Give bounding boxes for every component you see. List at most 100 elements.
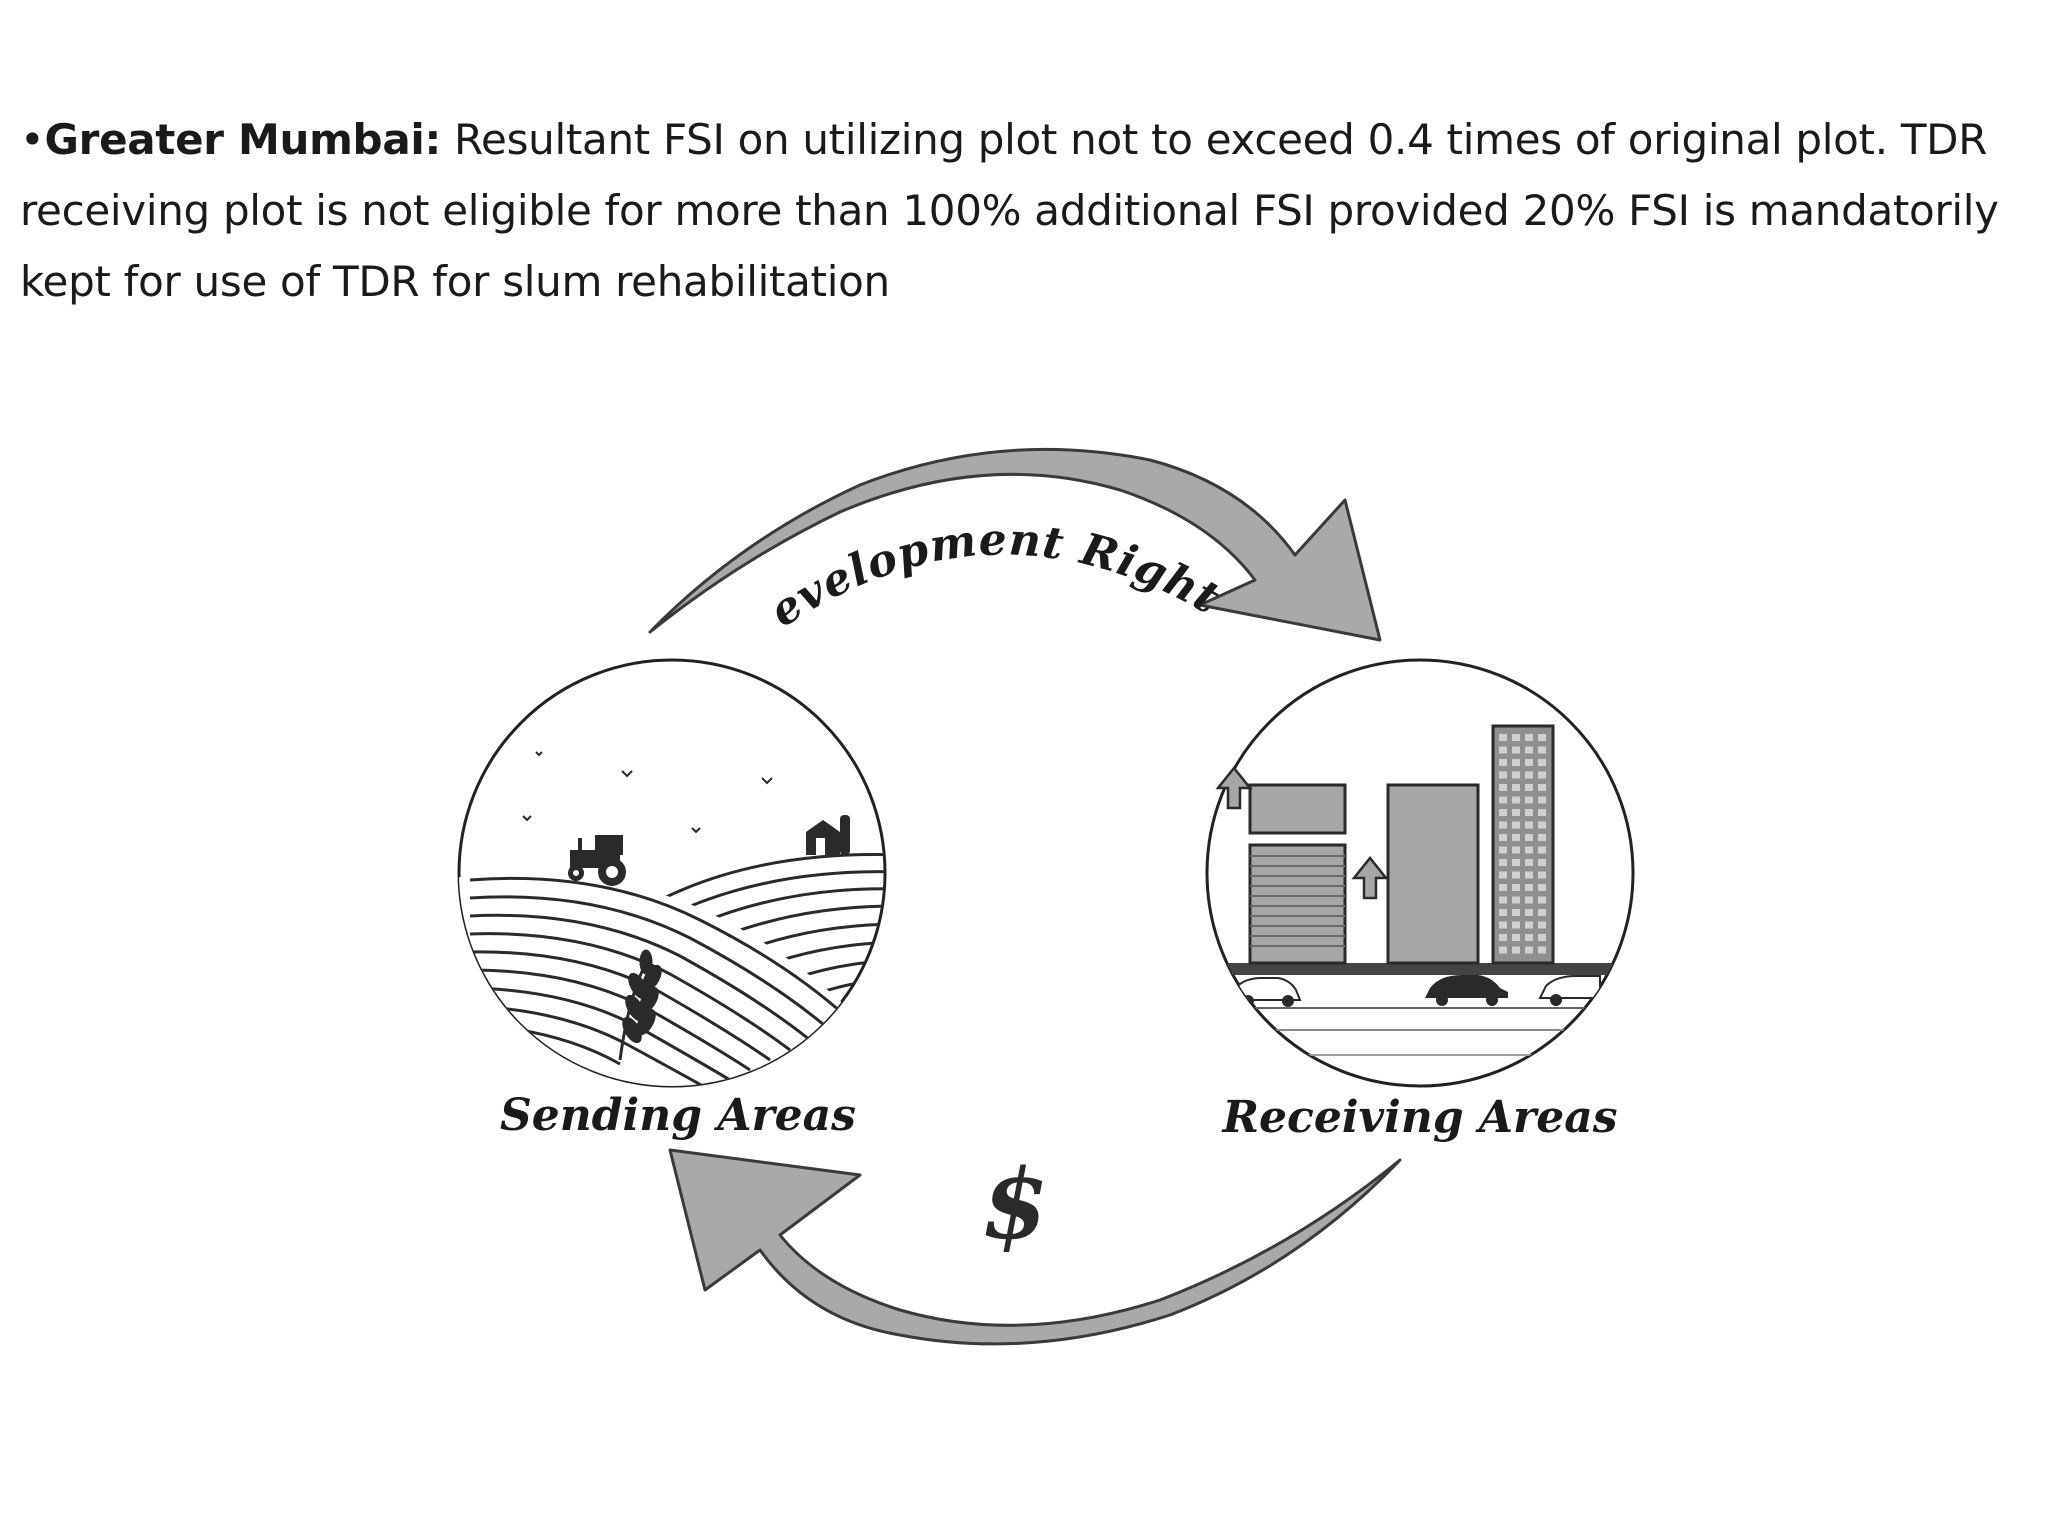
tower-window [1538, 934, 1546, 941]
development-rights-label: Development Rights [0, 0, 1228, 637]
building-low-striped [1248, 843, 1347, 965]
tower-window [1525, 846, 1533, 854]
text-line-2: receiving plot is not eligible for more … [20, 186, 1999, 235]
tower-window [1499, 771, 1507, 779]
bullet-mark: • [20, 115, 45, 164]
tower-window [1538, 746, 1546, 754]
tower-window [1499, 796, 1507, 804]
sending-areas-label: Sending Areas [500, 1090, 856, 1141]
tower-window [1499, 809, 1507, 816]
tower-window [1525, 859, 1533, 866]
up-arrow-icon [1351, 855, 1389, 900]
tower-window [1499, 884, 1507, 891]
tower-window [1512, 809, 1520, 816]
tower-window [1512, 946, 1520, 954]
tower-window [1538, 859, 1546, 866]
tower-window [1538, 734, 1546, 741]
tower-window [1525, 746, 1533, 754]
tower-window [1525, 759, 1533, 766]
tower-window [1525, 834, 1533, 841]
tower-window [1538, 834, 1546, 841]
tower-window [1525, 896, 1533, 904]
description-text: •Greater Mumbai: Resultant FSI on utiliz… [20, 104, 2030, 317]
tower-window [1512, 909, 1520, 916]
dollar-label: $ [982, 1148, 1049, 1261]
tower-window [1512, 934, 1520, 941]
building-added-floor [1248, 783, 1347, 835]
tower-window [1512, 746, 1520, 754]
tower-window [1512, 884, 1520, 891]
tower-window [1512, 796, 1520, 804]
tower-window [1512, 734, 1520, 741]
tower-window [1499, 821, 1507, 829]
tower-window [1538, 884, 1546, 891]
tower-window [1512, 846, 1520, 854]
text-line-1-body: Resultant FSI on utilizing plot not to e… [454, 115, 1988, 164]
tower-window [1499, 784, 1507, 791]
tractor-icon [568, 835, 626, 886]
tower-window [1538, 946, 1546, 954]
tower-window [1538, 771, 1546, 779]
payment-arrow: $ [668, 1148, 1402, 1346]
tower-window [1538, 759, 1546, 766]
road [1207, 963, 1633, 975]
text-line-1: •Greater Mumbai: Resultant FSI on utiliz… [20, 104, 2030, 175]
tower-window [1499, 834, 1507, 841]
tower-window [1538, 846, 1546, 854]
tower-window [1499, 734, 1507, 741]
tower-window [1538, 796, 1546, 804]
tower-window [1499, 871, 1507, 879]
building-mid [1386, 783, 1480, 965]
tower-window [1525, 909, 1533, 916]
tower-window [1538, 809, 1546, 816]
tower-window [1525, 946, 1533, 954]
tower-window [1525, 884, 1533, 891]
tower-window [1512, 784, 1520, 791]
tower-window [1538, 821, 1546, 829]
tower-window [1525, 809, 1533, 816]
payment-arrow-shape [668, 1148, 1402, 1346]
tower-window [1499, 746, 1507, 754]
tower-window [1512, 859, 1520, 866]
wheat-icon [618, 949, 662, 1061]
tower-window [1538, 784, 1546, 791]
tower-window [1499, 921, 1507, 929]
building-tower [1491, 724, 1555, 965]
tower-window [1512, 834, 1520, 841]
tower-window [1525, 771, 1533, 779]
sending-areas-illustration [457, 658, 887, 1088]
car-icon [1538, 975, 1601, 1006]
tower-window [1499, 946, 1507, 954]
tower-window [1525, 921, 1533, 929]
development-rights-arrow-shape [648, 447, 1382, 642]
up-arrow-icon [1215, 765, 1253, 810]
tower-window [1499, 859, 1507, 866]
barn-icon [806, 815, 850, 855]
tower-window [1499, 909, 1507, 916]
tower-window [1525, 821, 1533, 829]
tower-window [1538, 921, 1546, 929]
text-line-3: kept for use of TDR for slum rehabilitat… [20, 257, 890, 306]
tower-window [1525, 734, 1533, 741]
car-icon [1230, 977, 1302, 1007]
receiving-areas-label: Receiving Areas [1220, 1092, 1617, 1143]
tower-window [1499, 846, 1507, 854]
tower-window [1512, 821, 1520, 829]
tower-window [1499, 896, 1507, 904]
region-label: Greater Mumbai: [44, 115, 441, 164]
tower-window [1538, 896, 1546, 904]
tower-window [1512, 759, 1520, 766]
tower-window [1538, 871, 1546, 879]
tower-window [1512, 921, 1520, 929]
tower-window [1499, 759, 1507, 766]
development-rights-arrow: Development Rights [0, 0, 1382, 642]
birds-icon [522, 751, 773, 834]
tower-window [1525, 934, 1533, 941]
tower-window [1538, 909, 1546, 916]
tower-window [1525, 871, 1533, 879]
car-icon [1425, 975, 1508, 1006]
tower-window [1525, 784, 1533, 791]
tower-window [1512, 771, 1520, 779]
tower-window [1512, 871, 1520, 879]
